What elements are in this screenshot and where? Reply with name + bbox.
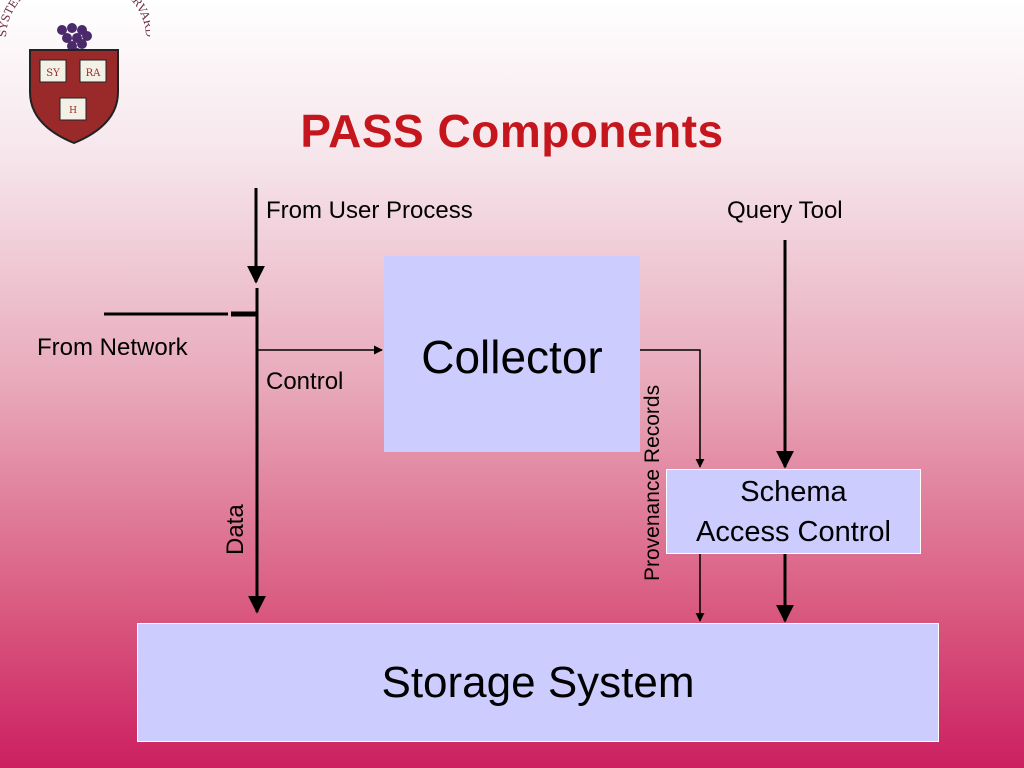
storage-system-box: Storage System	[137, 623, 939, 742]
harvard-shield-logo: SYSTEMS RESEARCH AT HARVARD SY RA H	[0, 0, 150, 145]
storage-system-label: Storage System	[381, 657, 695, 707]
access-control-label: Access Control	[695, 515, 891, 548]
collector-label: Collector	[421, 331, 603, 383]
logo-book-right: RA	[86, 68, 102, 79]
logo-book-left: SY	[46, 68, 60, 79]
page-title: PASS Components	[300, 105, 724, 157]
provenance-arrow	[640, 349, 705, 468]
provenance-records-label: Provenance Records	[641, 384, 664, 581]
schema-access-control-box: Schema Access Control	[666, 469, 921, 554]
from-network-label: From Network	[37, 334, 188, 361]
from-user-process-label: From User Process	[266, 197, 473, 224]
collector-box: Collector	[384, 256, 640, 452]
control-label: Control	[266, 368, 344, 395]
logo-book-bottom: H	[69, 106, 77, 116]
query-tool-label: Query Tool	[727, 197, 843, 224]
data-label: Data	[222, 504, 249, 555]
schema-label: Schema	[740, 475, 847, 508]
